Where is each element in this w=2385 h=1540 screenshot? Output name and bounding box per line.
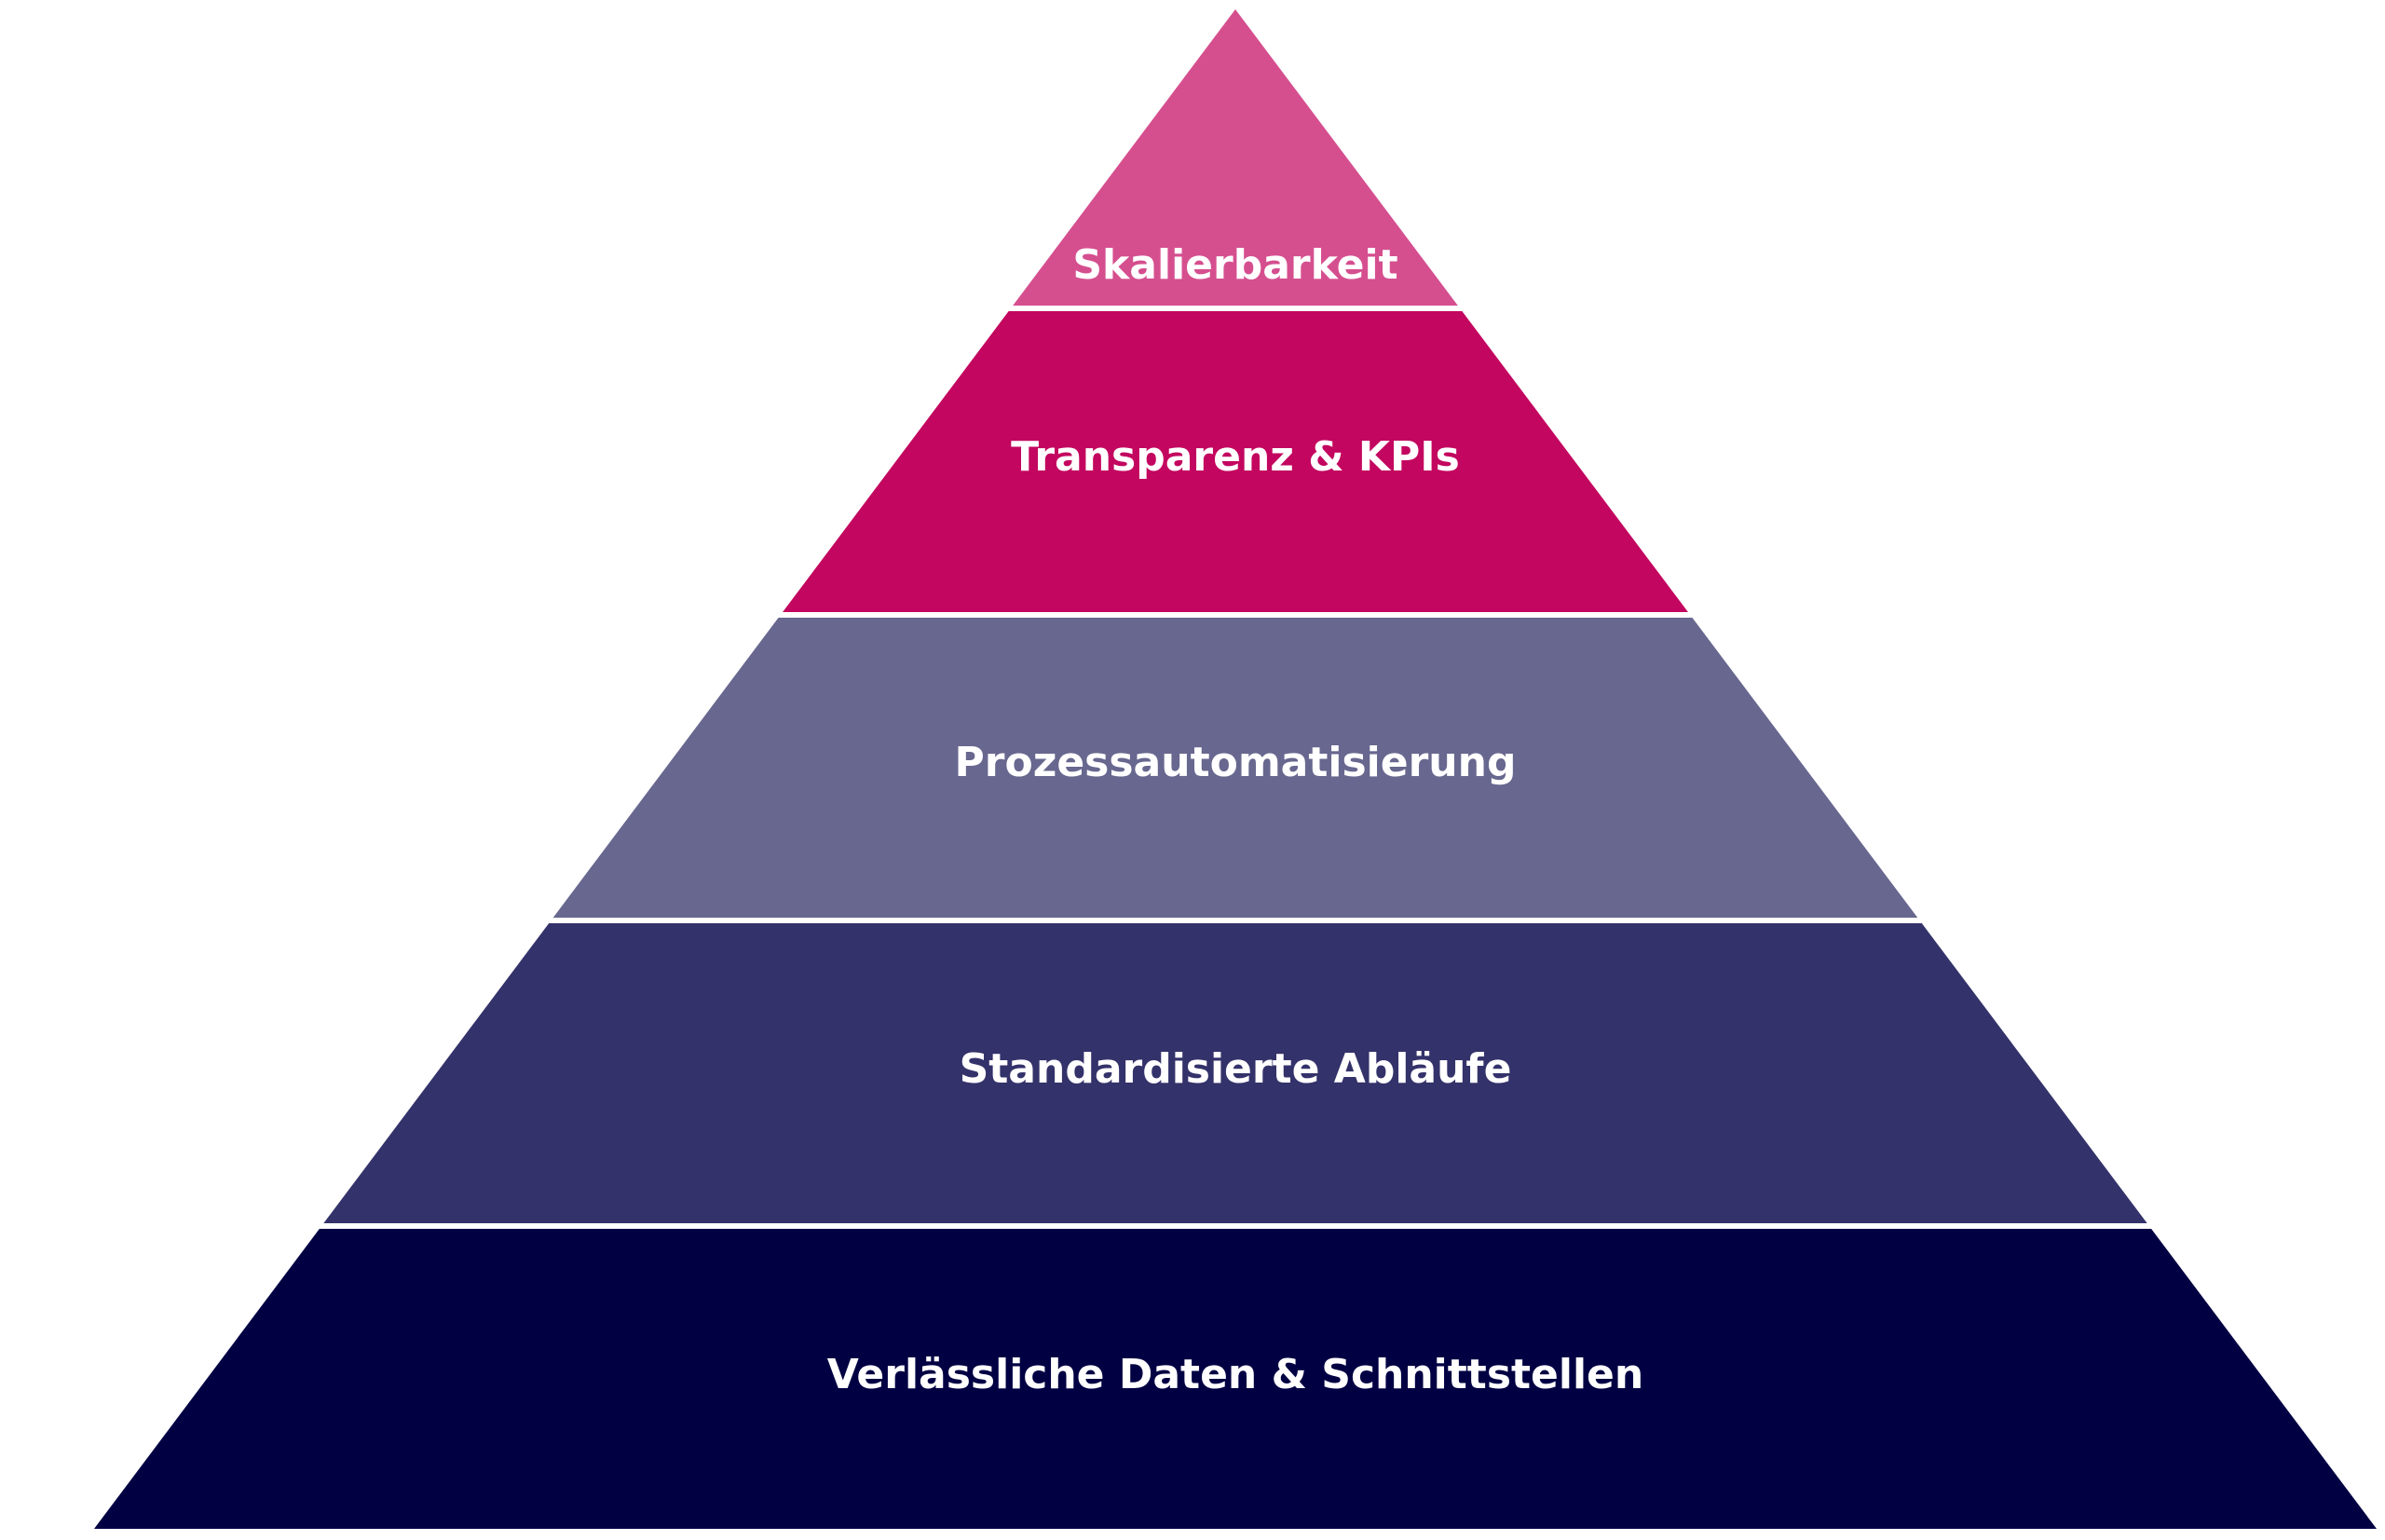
level-label-verlaessliche-daten: Verlässliche Daten & Schnittstellen — [827, 1351, 1643, 1398]
level-label-transparenz: Transparenz & KPIs — [1011, 433, 1460, 481]
pyramid-level-5 — [94, 1229, 2377, 1529]
pyramid-level-3 — [552, 618, 1918, 918]
level-label-prozessautomatisierung: Prozessautomatisierung — [955, 739, 1517, 786]
pyramid-level-1 — [1013, 9, 1458, 306]
level-label-standardisierte-ablaeufe: Standardisierte Abläufe — [960, 1045, 1512, 1093]
pyramid-level-2 — [783, 311, 1688, 612]
level-label-skalierbarkeit: Skalierbarkeit — [1072, 241, 1397, 289]
pyramid-level-4 — [323, 923, 2147, 1223]
